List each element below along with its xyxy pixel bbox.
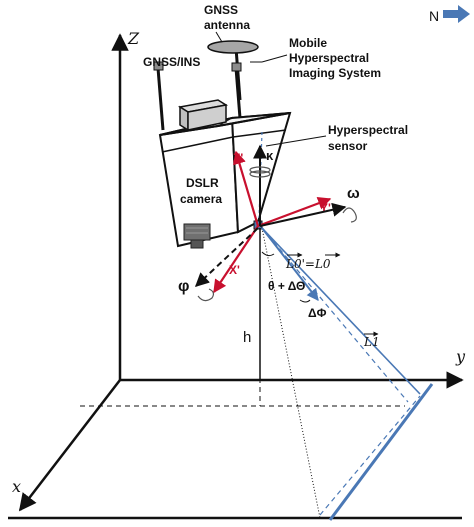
camera-lens-icon <box>190 239 204 249</box>
height-label: h <box>243 329 251 346</box>
x-axis-line <box>18 379 121 512</box>
l1-label: L1 <box>363 335 380 349</box>
gnss-ins-label: GNSS/INS <box>143 55 200 69</box>
rotation-phi-icon <box>197 288 215 302</box>
imaging-system-box <box>158 111 292 248</box>
omega-axis <box>259 202 347 227</box>
x-axis-label: x <box>12 477 21 496</box>
sensor-beams <box>261 227 434 521</box>
body-frame-axes <box>213 150 332 294</box>
l1-dashed-beam <box>261 227 409 403</box>
mobile-label-1: Mobile <box>289 36 327 50</box>
swath-dashed-line <box>319 395 421 516</box>
y-prime-label: Y' <box>320 201 331 215</box>
mobile-label-2: Hyperspectral <box>289 51 369 65</box>
l0-equation-label: L0'=L0 <box>285 257 331 271</box>
right-gnss-cap <box>231 62 242 72</box>
mobile-label-3: Imaging System <box>289 66 381 80</box>
swath-footprint-line <box>328 383 434 521</box>
left-gnss-cap <box>153 61 164 71</box>
gnss-antenna-icon <box>207 40 259 54</box>
north-arrow-icon <box>443 5 470 23</box>
ground-plane <box>8 33 464 520</box>
rotation-omega-icon <box>342 207 357 223</box>
theta-delta-label: θ + ΔΘ <box>268 279 305 293</box>
delta-phi-label: ΔΦ <box>308 306 327 320</box>
delta-phi-arc <box>299 299 311 303</box>
gnss-antenna-leader <box>215 31 223 43</box>
left-gnss-pole <box>156 67 165 131</box>
dslr-camera <box>183 223 211 249</box>
z-prime-label: Z' <box>233 151 243 165</box>
gnss-antenna-label-1: GNSS <box>204 3 238 17</box>
hyperspectral-leader <box>265 135 327 147</box>
gnss-antenna-label-2: antenna <box>204 18 250 32</box>
kappa-label: κ <box>266 148 274 163</box>
rotation-kappa-icon <box>249 166 271 178</box>
theta-arc <box>261 251 275 257</box>
dslr-label-2: camera <box>180 192 222 206</box>
hyperspectral-label-1: Hyperspectral <box>328 123 408 137</box>
omega-label: ω <box>347 185 360 202</box>
box-front-band <box>161 136 234 153</box>
mobile-leader <box>261 54 288 63</box>
z-prime-axis <box>233 150 260 227</box>
x-prime-axis <box>213 225 259 294</box>
box-side-band <box>232 129 287 138</box>
dslr-label-1: DSLR <box>186 176 219 190</box>
y-prime-axis <box>257 196 332 228</box>
l0-vector <box>261 227 319 301</box>
gnss-poles <box>156 47 242 131</box>
camera-body-icon <box>183 223 211 241</box>
l1-beam <box>261 227 421 395</box>
hyperspectral-label-2: sensor <box>328 139 368 153</box>
z-axis-label: Z <box>127 29 140 48</box>
dotted-ray <box>261 227 321 519</box>
north-indicator: N <box>429 5 470 24</box>
phi-label: φ <box>178 278 189 295</box>
gnss-ins-unit <box>177 99 229 132</box>
y-axis-label: y <box>455 347 466 366</box>
phi-axis <box>194 227 259 287</box>
north-label: N <box>429 8 439 24</box>
x-prime-label: X' <box>229 263 240 277</box>
